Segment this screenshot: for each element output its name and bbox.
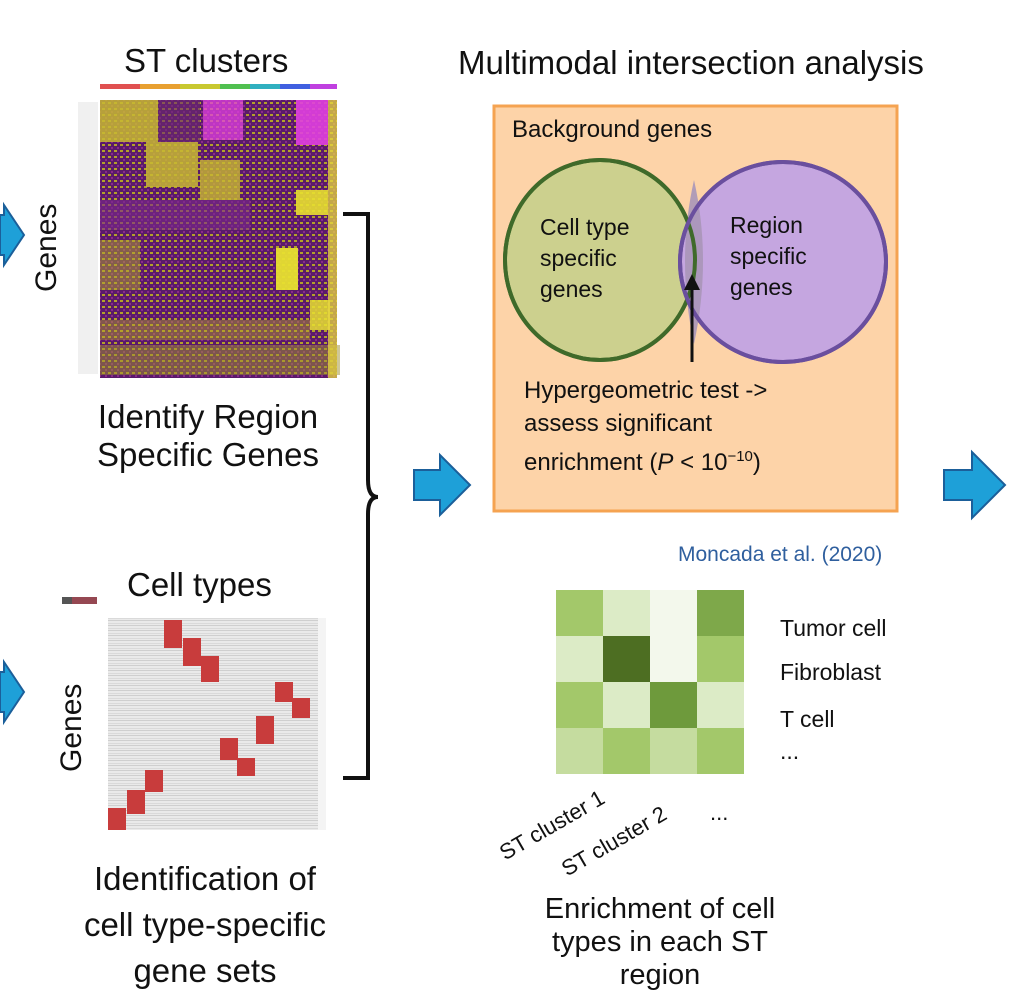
test-pointer-head: [684, 274, 700, 290]
st-clusters-heatmap: [78, 84, 340, 378]
enrichment-cell: [556, 636, 603, 682]
region-specific-label: Region specific genes: [730, 212, 807, 300]
left-arrow-bottom: [0, 658, 26, 726]
region-genes-caption: Identify Region Specific Genes: [97, 398, 319, 473]
enrichment-cell: [556, 682, 603, 728]
enrichment-cell: [697, 590, 744, 636]
row-label-more: ...: [780, 738, 800, 764]
enrichment-heatmap: [556, 590, 744, 774]
reference-citation: Moncada et al. (2020): [678, 543, 883, 566]
row-label-tumor: Tumor cell: [780, 615, 887, 641]
row-label-tcell: T cell: [780, 706, 835, 732]
enrichment-cell: [603, 682, 650, 728]
left-arrow-top: [0, 201, 26, 269]
hypergeometric-test-label: Hypergeometric test -> assess significan…: [524, 377, 768, 476]
enrichment-cell: [650, 636, 697, 682]
genes-axis-label-bottom: Genes: [55, 683, 88, 772]
celltype-genes-caption: Identification of cell type-specific gen…: [83, 860, 327, 989]
enrichment-cell: [603, 636, 650, 682]
enrichment-cell: [650, 590, 697, 636]
col-label-more: ...: [710, 800, 729, 825]
enrichment-cell: [697, 728, 744, 774]
enrichment-cell: [556, 590, 603, 636]
middle-arrow: [413, 452, 472, 518]
enrichment-cell: [603, 590, 650, 636]
row-label-fibroblast: Fibroblast: [780, 659, 881, 685]
st-clusters-title: ST clusters: [124, 42, 289, 79]
enrichment-caption: Enrichment of cell types in each ST regi…: [544, 893, 776, 991]
enrichment-cell: [556, 728, 603, 774]
cell-types-title: Cell types: [127, 566, 272, 603]
enrichment-cell: [650, 682, 697, 728]
background-genes-label: Background genes: [512, 116, 713, 143]
cell-types-heatmap: [62, 597, 326, 830]
cell-type-specific-label: Cell type specific genes: [540, 214, 630, 302]
multimodal-title: Multimodal intersection analysis: [458, 44, 924, 81]
right-arrow: [943, 449, 1007, 521]
genes-axis-label-top: Genes: [30, 203, 63, 292]
enrichment-cell: [650, 728, 697, 774]
curly-brace: [343, 212, 379, 780]
enrichment-cell: [603, 728, 650, 774]
enrichment-cell: [697, 636, 744, 682]
enrichment-cell: [697, 682, 744, 728]
